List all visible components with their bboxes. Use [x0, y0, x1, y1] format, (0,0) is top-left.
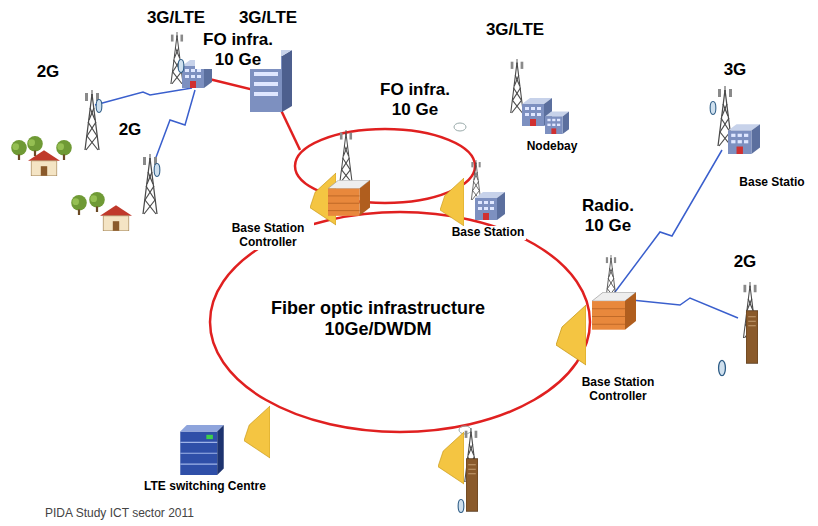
- network-label: FO infra. 10 Ge: [372, 80, 458, 119]
- network-label: Fiber optic infrastructure 10Ge/DWDM: [228, 298, 528, 339]
- fiber-rings: [205, 78, 590, 432]
- right-2g-site-part: [746, 311, 758, 364]
- left-2g-site-bottom-part: [154, 164, 160, 177]
- right-2g-site-part: [719, 360, 726, 375]
- nodebay-site-part: [545, 112, 569, 134]
- network-label: Base Statio: [737, 176, 806, 190]
- network-label: 2G: [117, 120, 144, 140]
- nodebay-site-part: [511, 59, 524, 113]
- left-2g-site-top-part: [96, 100, 102, 113]
- network-label: Nodebay: [525, 140, 580, 154]
- lte-switching-centre-part: [180, 425, 223, 475]
- right-2g-site: [719, 282, 758, 376]
- ring-markers-part: [454, 123, 466, 131]
- center-3g-lte-site-part: [282, 50, 292, 112]
- bottom-ring-site: [438, 428, 478, 512]
- left-2g-site-top-part: [28, 150, 60, 176]
- left-2g-site-bottom-part: [89, 192, 105, 212]
- radio-links: [95, 88, 738, 318]
- fiber-rings-part: [210, 212, 590, 432]
- left-2g-site-top-part: [56, 140, 72, 160]
- network-label: 3G/LTE: [237, 8, 299, 28]
- network-label: Base Station Controller: [222, 222, 314, 250]
- left-3g-lte-site-part: [178, 60, 184, 73]
- network-label: Base Station Controller: [572, 376, 664, 404]
- network-label: 3G/LTE: [484, 20, 546, 40]
- center-3g-lte-site-part-part: [254, 72, 278, 76]
- right-3g-site: [710, 86, 760, 154]
- bottom-ring-site-part: [458, 500, 464, 513]
- bottom-ring-site-part: [466, 459, 478, 512]
- network-label: 3G: [722, 60, 749, 80]
- ring-base-station-controller-part: [340, 130, 352, 182]
- left-2g-site-bottom-part: [143, 154, 157, 214]
- nodebay-site: [511, 59, 569, 134]
- ring-base-station-part: [475, 192, 505, 220]
- center-3g-lte-site-part-part: [254, 82, 278, 86]
- fiber-rings-part: [280, 108, 300, 150]
- right-base-station-controller-part: [556, 305, 586, 365]
- right-3g-site-part: [710, 102, 716, 115]
- ring-base-station: [440, 160, 505, 226]
- center-3g-lte-site-part-part: [254, 92, 278, 96]
- left-2g-site-top-part: [11, 140, 27, 160]
- radio-links-part: [155, 90, 195, 160]
- figure-caption: PIDA Study ICT sector 2011: [45, 506, 194, 520]
- ring-base-station-controller: [310, 130, 370, 225]
- left-2g-site-bottom: [71, 154, 160, 231]
- right-3g-site-part: [728, 124, 760, 154]
- network-label: Base Station: [450, 226, 527, 240]
- ring-base-station-part: [440, 178, 464, 226]
- network-label: LTE switching Centre: [142, 480, 268, 494]
- left-2g-site-bottom-part: [100, 205, 132, 231]
- network-label: 3G/LTE: [145, 8, 207, 28]
- ring-base-station-controller-part: [328, 180, 370, 216]
- lte-switching-centre: [180, 406, 270, 475]
- ring-markers: [454, 123, 471, 434]
- radio-links-part: [95, 88, 192, 105]
- left-2g-site-bottom-part: [71, 195, 87, 215]
- ring-base-station-part: [471, 160, 480, 200]
- right-base-station-controller-part: [592, 292, 636, 329]
- left-3g-lte-site-part: [171, 32, 183, 84]
- network-label: 2G: [35, 62, 62, 82]
- network-label: FO infra. 10 Ge: [195, 30, 281, 69]
- network-label: Radio. 10 Ge: [572, 196, 644, 235]
- right-base-station-controller: [556, 255, 636, 365]
- lte-switching-centre-part: [244, 406, 270, 458]
- left-2g-site-top-part: [85, 90, 99, 150]
- network-label: 2G: [732, 252, 759, 272]
- bottom-ring-site-part: [438, 432, 464, 484]
- left-2g-site-top: [11, 90, 102, 176]
